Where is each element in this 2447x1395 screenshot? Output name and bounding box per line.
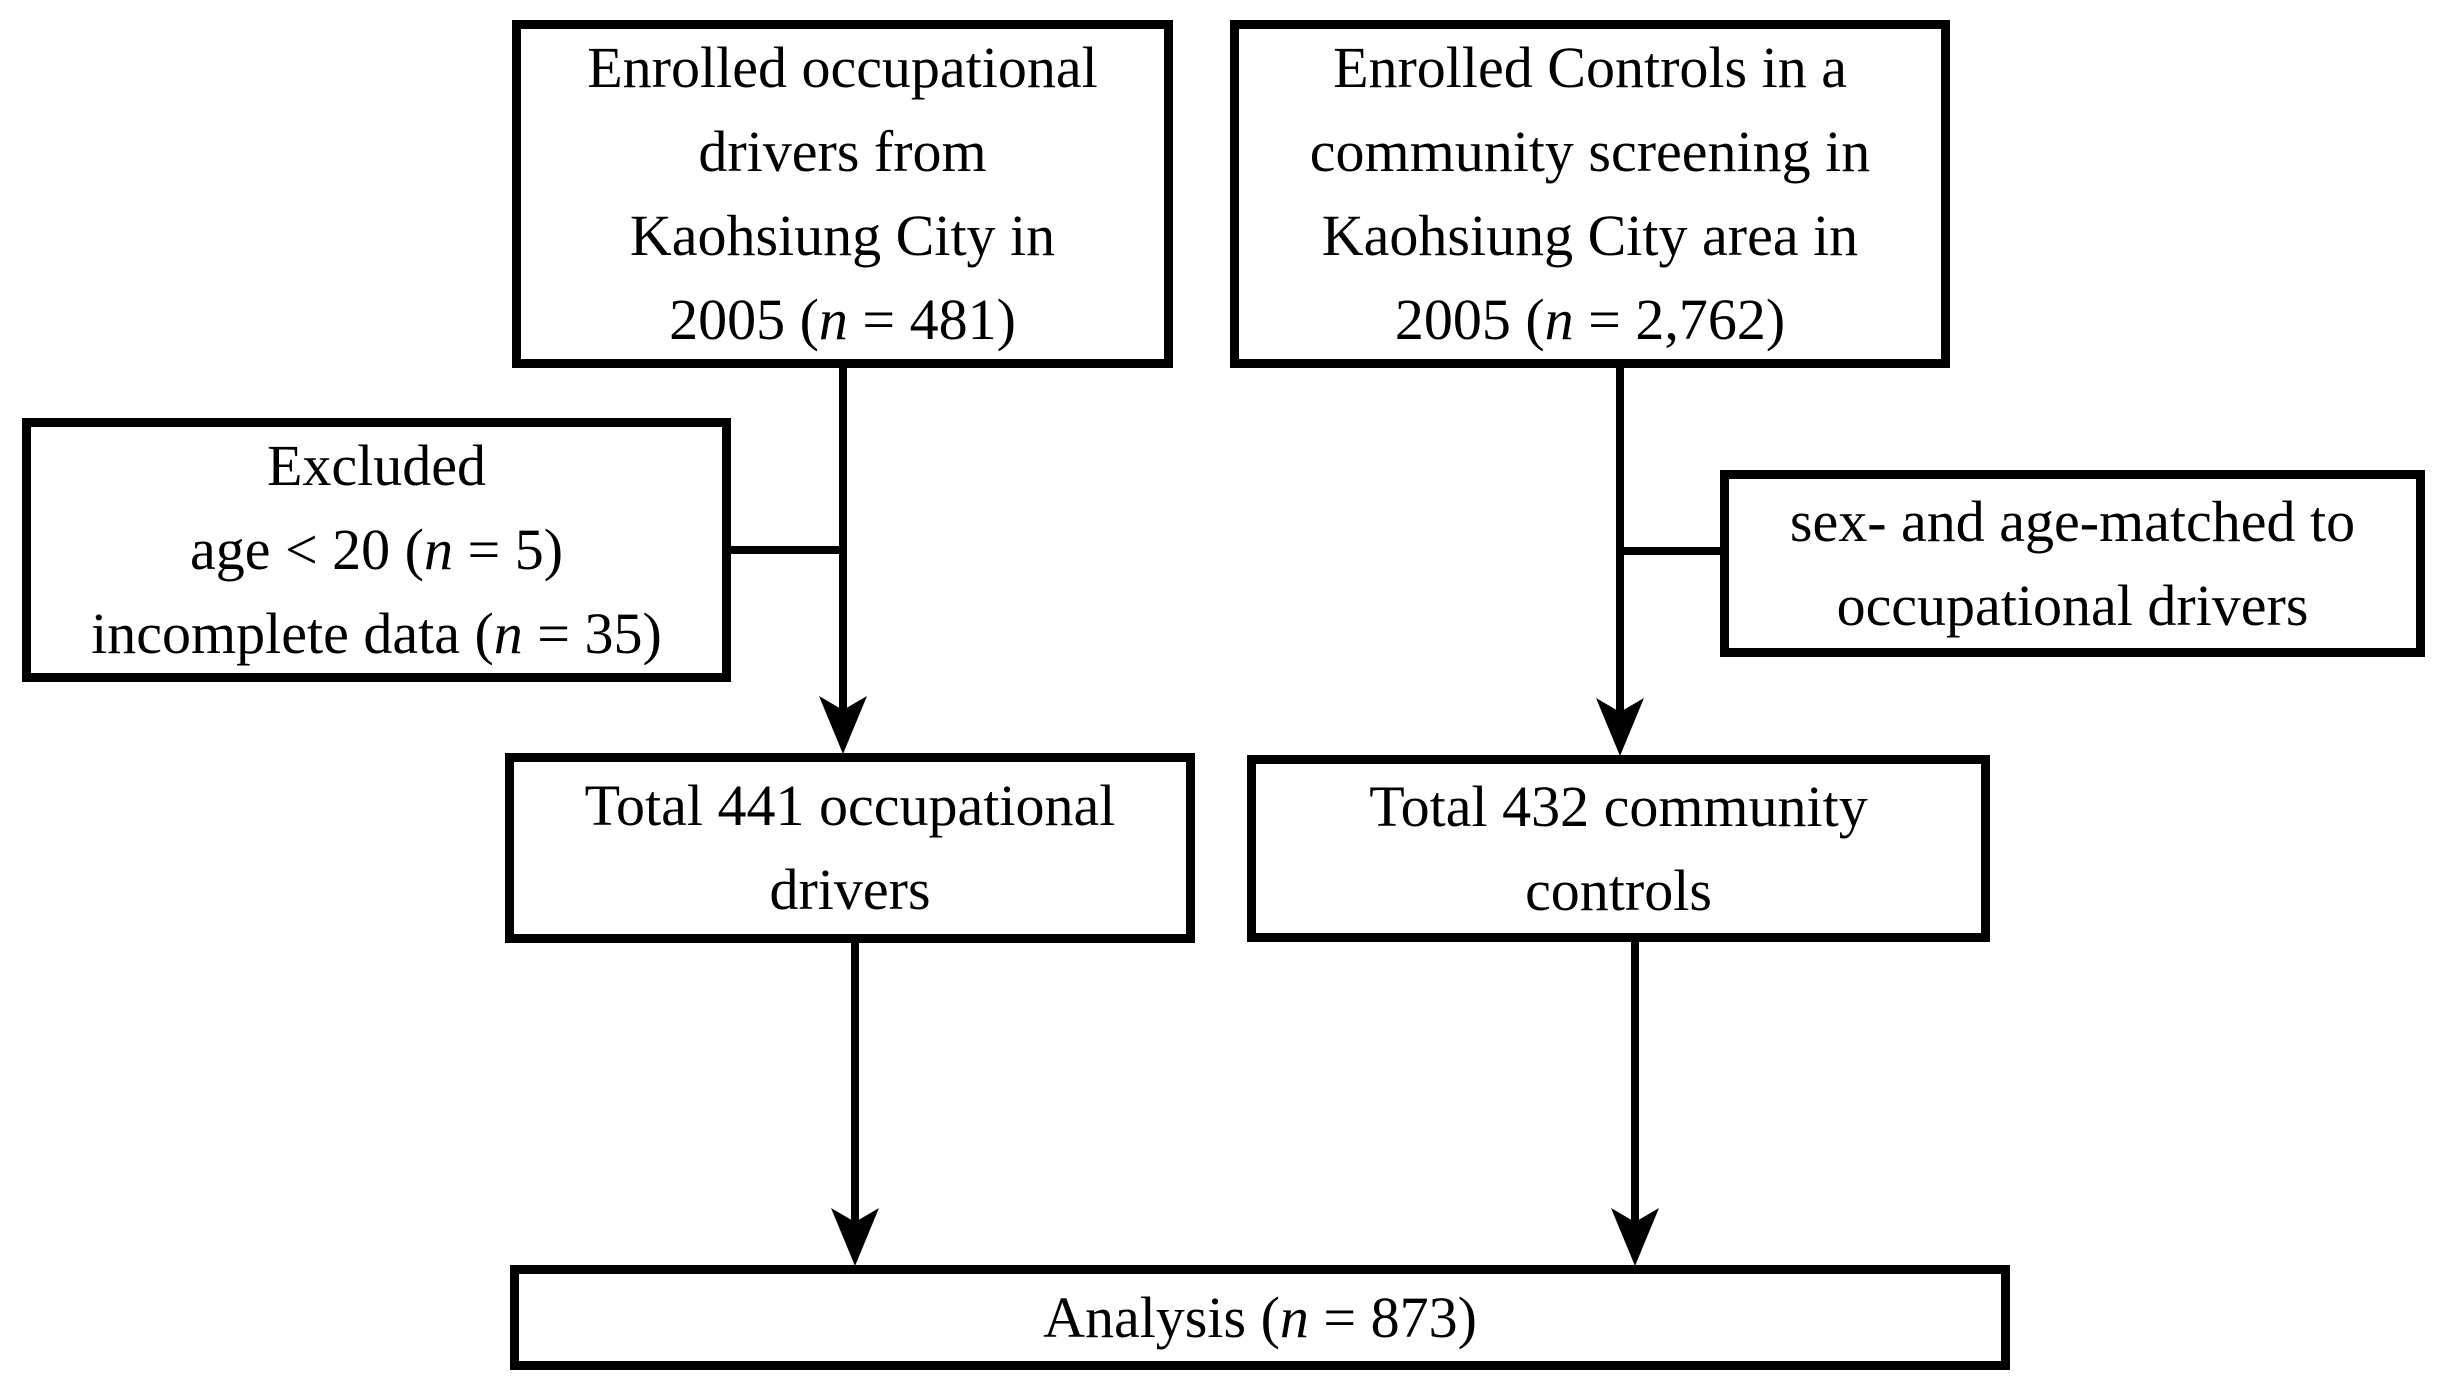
arrowhead-down-icon bbox=[819, 696, 867, 754]
arrow-enrolled-drivers-to-total bbox=[819, 368, 867, 754]
box-text-line: Kaohsiung City in bbox=[629, 203, 1056, 268]
box-enrolled-controls: Enrolled Controls in a community screenin… bbox=[1230, 20, 1950, 368]
box-text-line: Total 441 occupational bbox=[584, 773, 1116, 838]
box-text-line: Kaohsiung City area in bbox=[1321, 203, 1859, 268]
arrowhead-down-icon bbox=[1596, 698, 1644, 756]
box-text-line: age < 20 (n = 5) bbox=[189, 517, 564, 582]
arrow-enrolled-controls-to-total bbox=[1596, 368, 1644, 756]
box-text-line: occupational drivers bbox=[1836, 572, 2309, 638]
box-text-line: Total 432 community bbox=[1369, 773, 1868, 839]
box-text-line: drivers from bbox=[698, 119, 987, 184]
arrow-total-drivers-to-analysis bbox=[831, 942, 879, 1266]
box-text-line: Excluded bbox=[266, 433, 487, 498]
box-text-line: Analysis (n = 873) bbox=[1043, 1284, 1477, 1350]
box-text-line: 2005 (n = 481) bbox=[669, 287, 1016, 352]
box-text-line: sex- and age-matched to bbox=[1789, 488, 2356, 554]
box-analysis: Analysis (n = 873) bbox=[510, 1265, 2010, 1370]
arrowhead-down-icon bbox=[1611, 1208, 1659, 1266]
box-text-line: community screening in bbox=[1309, 119, 1871, 184]
box-text-line: drivers bbox=[769, 857, 931, 922]
box-text-line: incomplete data (n = 35) bbox=[91, 601, 662, 666]
box-text-line: Enrolled Controls in a bbox=[1333, 35, 1847, 100]
box-total-drivers: Total 441 occupational drivers bbox=[505, 753, 1195, 943]
box-text-line: 2005 (n = 2,762) bbox=[1394, 287, 1786, 352]
box-excluded: Excluded age < 20 (n = 5) incomplete data … bbox=[22, 418, 731, 682]
box-text-line: Enrolled occupational bbox=[587, 35, 1098, 100]
box-matched: sex- and age-matched to occupational driv… bbox=[1720, 470, 2425, 657]
box-total-controls: Total 432 community controls bbox=[1247, 755, 1990, 942]
box-text-line: controls bbox=[1525, 857, 1712, 923]
arrowhead-down-icon bbox=[831, 1208, 879, 1266]
arrow-total-controls-to-analysis bbox=[1611, 942, 1659, 1266]
